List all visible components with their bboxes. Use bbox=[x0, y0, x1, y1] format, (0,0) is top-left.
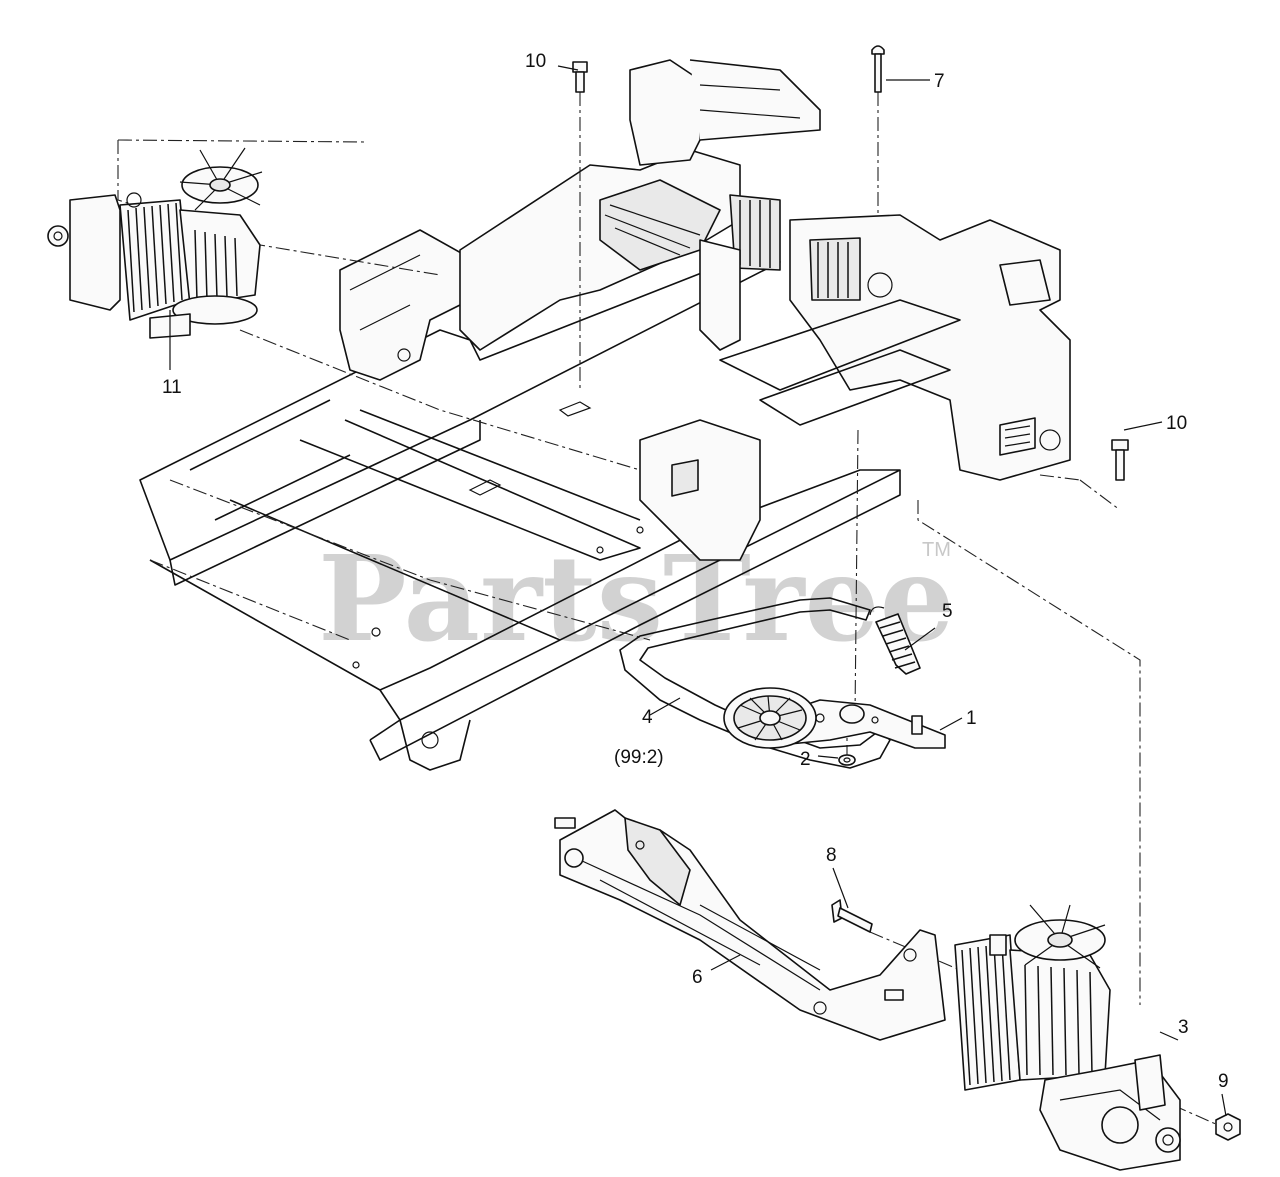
bolt-10-top bbox=[572, 61, 588, 93]
partstree-watermark: PartsTree TM bbox=[318, 529, 955, 668]
callout-10-right: 10 bbox=[1166, 413, 1187, 434]
callout-7: 7 bbox=[934, 71, 945, 92]
idler-spring bbox=[869, 606, 921, 675]
callout-leaders bbox=[169, 65, 1227, 1117]
transaxle-bracket bbox=[554, 809, 946, 1041]
transaxle-right bbox=[954, 904, 1181, 1171]
nut-9 bbox=[1215, 1113, 1241, 1141]
callout-1: 1 bbox=[966, 708, 977, 729]
washer-2 bbox=[838, 754, 856, 766]
main-frame-chassis bbox=[139, 59, 1071, 771]
callout-labels: 10 7 11 10 5 1 4 (99:2) 2 8 6 3 9 bbox=[162, 51, 1229, 1092]
callout-11: 11 bbox=[162, 377, 182, 398]
drive-belt bbox=[619, 597, 891, 769]
callout-5: 5 bbox=[942, 601, 953, 622]
watermark-text: PartsTree bbox=[318, 529, 955, 668]
callout-8: 8 bbox=[826, 845, 837, 866]
cooling-fan-left bbox=[179, 147, 263, 211]
transaxle-left bbox=[47, 147, 263, 339]
bolt-7 bbox=[871, 45, 885, 93]
cooling-fan-right bbox=[1014, 904, 1106, 969]
callout-6: 6 bbox=[692, 967, 703, 988]
callout-4: 4 bbox=[642, 707, 653, 728]
watermark-trademark: TM bbox=[922, 539, 951, 561]
idler-arm-assembly bbox=[723, 687, 946, 749]
bolt-10-right bbox=[1111, 439, 1129, 481]
bolt-8 bbox=[831, 899, 873, 933]
callout-9: 9 bbox=[1218, 1071, 1229, 1092]
assembly-centerlines bbox=[117, 92, 1219, 1126]
callout-4-quantity: (99:2) bbox=[614, 747, 664, 768]
callout-2: 2 bbox=[800, 749, 811, 770]
callout-3: 3 bbox=[1178, 1017, 1189, 1038]
callout-10-top: 10 bbox=[525, 51, 546, 72]
